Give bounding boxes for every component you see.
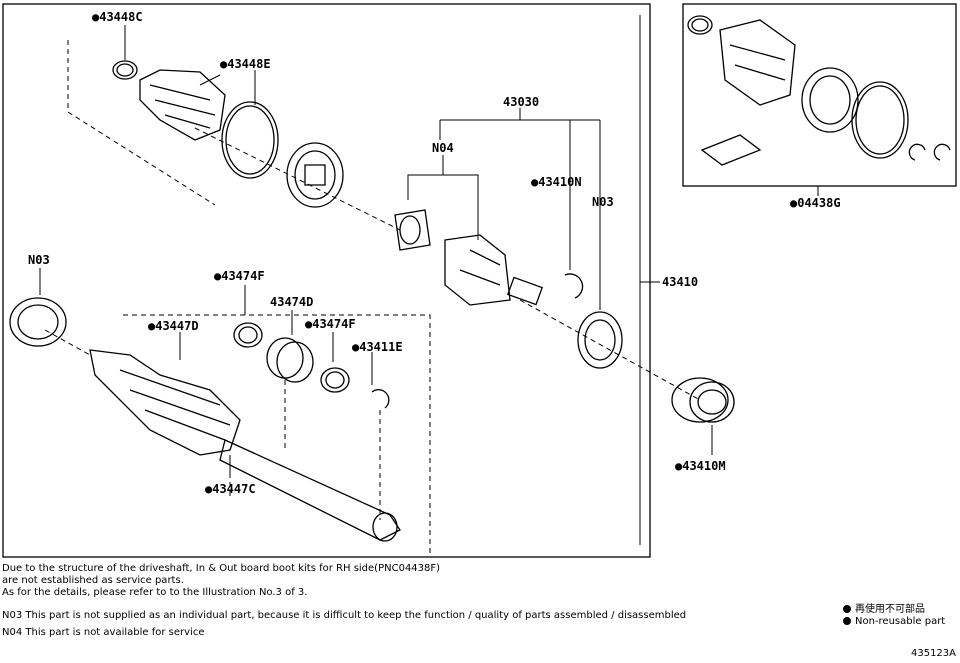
label-04438G: ●04438G [790,196,841,210]
label-43447D: ●43447D [148,319,199,333]
label-43410: 43410 [662,275,698,289]
legend-en: Non-reusable part [843,616,945,627]
note-line-2: are not established as service parts. [2,575,184,586]
kit-04438G-contents [687,15,951,166]
label-N03-left: N03 [28,253,50,267]
damper-43474D-part [266,337,304,379]
bracket-N04 [407,174,479,240]
snap-ring-43411E-part [371,389,390,409]
leader-43448E [199,74,221,86]
clamp-43474F-1-part [233,322,263,348]
note-n03: N03 This part is not supplied as an indi… [2,610,687,621]
label-N03-right: N03 [592,195,614,209]
inner-housing [444,234,511,306]
seal-ring-N03-left [9,297,67,347]
label-43474D: 43474D [270,295,313,309]
seal-ring-N03-right [577,311,623,369]
axis-line-upper [194,127,401,231]
shaft-assembly [9,297,401,542]
tripod-joint [394,209,431,251]
label-43030: 43030 [503,95,539,109]
legend-jp-text: 再使用不可部品 [855,604,925,615]
note-line-3: As for the details, please refer to to t… [2,587,308,598]
label-43447C: ●43447C [205,482,256,496]
clamp-43474F-2-part [320,367,350,393]
outer-cv-joint [89,349,241,456]
dust-seal-43410M [671,377,735,423]
clamp-43448C-part [112,60,138,80]
note-line-1: Due to the structure of the driveshaft, … [2,563,441,574]
bullet-icon [843,605,851,613]
label-43474F-1: ●43474F [214,269,265,283]
inner-region-dashed [123,314,431,555]
outer-boot-assembly [112,60,344,208]
outer-boot-part [139,69,226,141]
illustration-ref: 435123A [910,648,956,659]
main-frame [2,3,651,558]
kit-frame [682,3,957,187]
axis-line-right [519,299,701,401]
legend-en-text: Non-reusable part [855,616,946,627]
label-43411E: ●43411E [352,340,403,354]
outer-bearing-cage [286,142,344,208]
label-N04: N04 [432,141,454,155]
outer-region-dashed [67,40,216,206]
inner-shaft-stub [506,276,544,306]
inner-joint-assembly [394,209,623,369]
drive-shaft [219,439,401,541]
label-43448C: ●43448C [92,10,143,24]
label-43410M: ●43410M [675,459,726,473]
clamp-43448E-part [221,101,279,179]
note-n04: N04 This part is not available for servi… [2,627,205,638]
legend-jp: 再使用不可部品 [843,600,925,615]
grease-pack [700,134,762,166]
snap-ring-43410N [564,273,584,299]
label-43410N: ●43410N [531,175,582,189]
label-43474F-2: ●43474F [305,317,356,331]
label-43448E: ●43448E [220,57,271,71]
bullet-icon [843,617,851,625]
